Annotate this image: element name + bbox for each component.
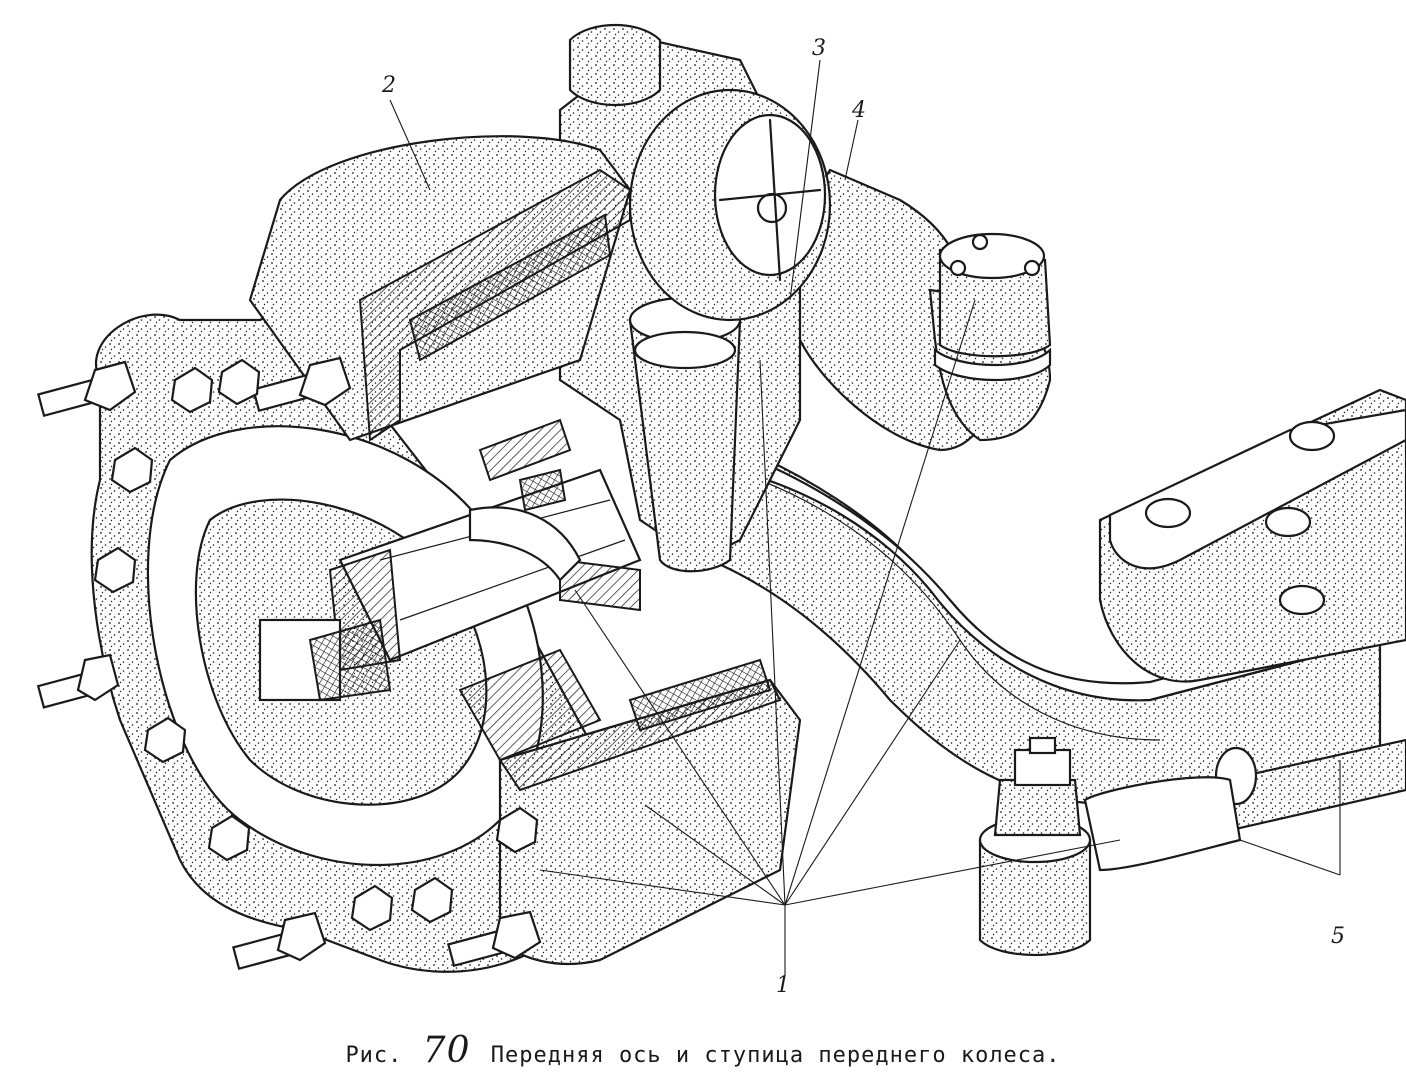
- callout-label-1: 1: [776, 973, 790, 998]
- wheel-stud: [36, 653, 120, 709]
- callout-label-2: 2: [381, 73, 396, 98]
- wheel-nut: [110, 446, 154, 494]
- wheel-nut: [93, 546, 137, 594]
- callout-leaders: [389, 59, 1341, 975]
- spring-pad-hole: [1278, 584, 1326, 616]
- spindle: [258, 468, 642, 702]
- wheel-nut: [495, 806, 539, 854]
- caption-prefix: Рис.: [345, 1043, 403, 1068]
- wheel-stud: [36, 360, 137, 418]
- wheel-stud: [251, 356, 352, 413]
- section-housing: [458, 648, 802, 966]
- wheel-nut: [207, 814, 251, 862]
- spring-pad: [1098, 388, 1406, 683]
- figure-caption: Рис. 70 Передняя ось и ступица переднего…: [0, 1030, 1406, 1071]
- wheel-stud: [231, 911, 327, 971]
- wheel-nut: [410, 876, 454, 924]
- spring-pad-hole: [1288, 420, 1336, 452]
- king-pin-cap: [628, 88, 832, 322]
- caption-text: Передняя ось и ступица переднего колеса.: [490, 1043, 1061, 1068]
- brake-drum: [248, 135, 632, 442]
- wheel-nut: [170, 366, 214, 414]
- tie-rod: [1083, 738, 1406, 872]
- callout-labels: 2 3 4 1 5: [381, 36, 1345, 998]
- callout-label-3: 3: [812, 36, 826, 61]
- wheel-nuts: [93, 358, 539, 932]
- callout-label-5: 5: [1331, 924, 1345, 949]
- caption-figure-number: 70: [422, 1030, 471, 1071]
- tie-rod-ball-joint: [978, 736, 1092, 957]
- wheel-nut: [217, 358, 261, 406]
- spring-pad-hole: [1264, 506, 1312, 538]
- bearings: [468, 418, 641, 612]
- wheel-nut: [350, 884, 394, 932]
- wheel-stud: [446, 910, 542, 968]
- callout-label-4: 4: [851, 98, 866, 123]
- wheel-nut: [143, 716, 187, 764]
- wheel-studs: [36, 356, 542, 971]
- steering-arm: [778, 168, 1052, 452]
- spring-pad-hole: [1144, 497, 1192, 529]
